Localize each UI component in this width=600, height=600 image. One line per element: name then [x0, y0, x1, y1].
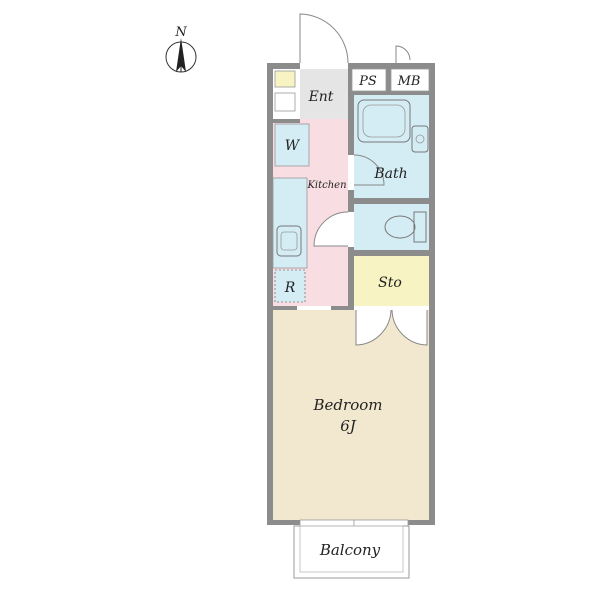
bedroom-label: Bedroom: [313, 396, 383, 414]
compass-label: N: [174, 25, 187, 40]
bath-room: [354, 95, 429, 198]
refrigerator-label: R: [284, 280, 296, 296]
balcony-label: Balcony: [319, 541, 381, 559]
washer-space: [274, 123, 310, 167]
bedroom-door[interactable]: [297, 306, 331, 310]
entrance-door[interactable]: [299, 13, 349, 69]
meter-box-label: MB: [397, 74, 421, 89]
entrance-label: Ent: [308, 89, 334, 105]
toilet-bowl-icon: [384, 215, 416, 239]
washbasin-icon: [411, 125, 429, 153]
meter-box: [390, 68, 430, 92]
storage-label: Sto: [378, 275, 402, 291]
entrance-area: [300, 69, 348, 119]
refrigerator-space: [274, 269, 306, 303]
bath-label: Bath: [373, 166, 407, 182]
sink-icon: [276, 225, 302, 257]
storage-room: [354, 256, 429, 306]
storage-doors[interactable]: [354, 306, 429, 346]
toilet-door[interactable]: [313, 211, 354, 247]
bathtub-icon: [357, 99, 411, 143]
shelf: [274, 92, 296, 112]
kitchen-label: Kitchen: [306, 180, 346, 191]
washer-label: W: [285, 138, 301, 154]
toilet-room: [354, 204, 429, 250]
balcony: [293, 525, 410, 579]
shoe-box: [274, 70, 296, 88]
pipe-space-label: PS: [358, 74, 377, 89]
compass: N: [165, 25, 197, 73]
toilet-tank-icon: [413, 211, 427, 243]
north-arrow-icon: [165, 38, 197, 73]
pipe-space: [351, 68, 387, 92]
meter-box-door: [395, 45, 411, 63]
bedroom-area: [273, 310, 429, 520]
bedroom-size-label: 6J: [340, 417, 357, 435]
bath-door[interactable]: [348, 154, 385, 190]
